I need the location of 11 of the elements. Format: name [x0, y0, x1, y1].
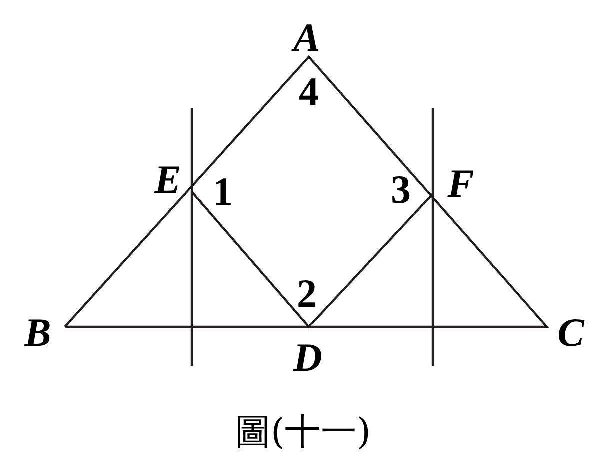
point-label: D	[294, 338, 322, 378]
figure-caption: 圖(十一)	[234, 415, 372, 451]
point-label: E	[154, 160, 182, 200]
point-label: F	[448, 164, 474, 204]
angle-label: 2	[297, 274, 317, 314]
point-label: B	[24, 313, 52, 353]
angle-label: 4	[299, 72, 319, 112]
point-label: C	[558, 313, 584, 353]
point-label: A	[294, 18, 320, 58]
angle-label: 1	[213, 172, 233, 212]
angle-label: 3	[391, 170, 411, 210]
